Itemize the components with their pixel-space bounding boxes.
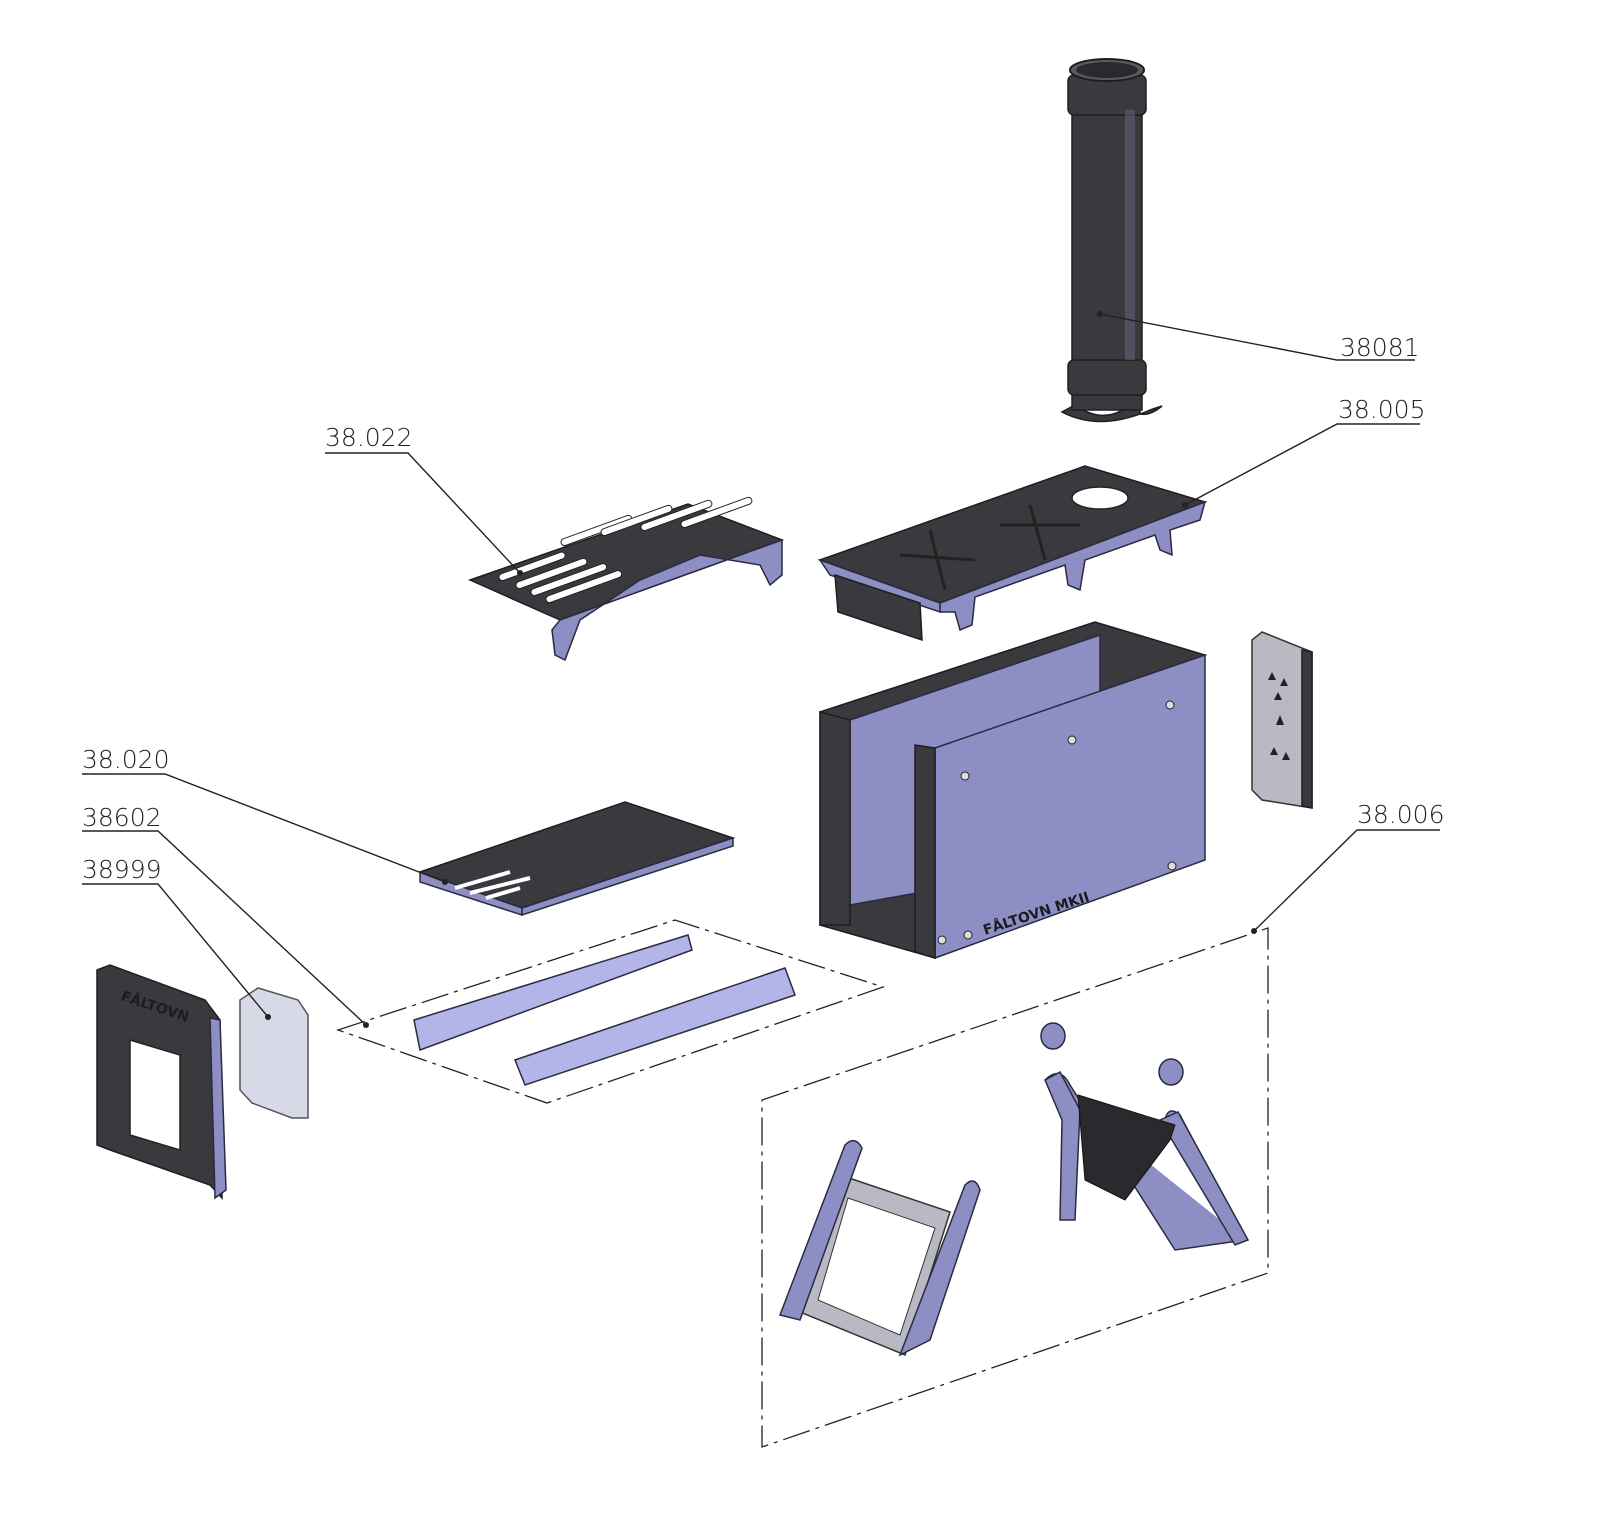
callout-label: 38.022 bbox=[325, 423, 412, 452]
callout-38-006: 38.006 bbox=[1251, 800, 1444, 934]
callout-label: 38602 bbox=[82, 803, 162, 832]
callout-38602: 38602 bbox=[82, 803, 369, 1028]
top-plate bbox=[817, 465, 1208, 642]
callout-38-022: 38.022 bbox=[325, 423, 523, 576]
side-panel bbox=[1251, 631, 1313, 809]
stove-body: FÅLTOVN MKII bbox=[819, 621, 1208, 960]
callout-38-020: 38.020 bbox=[82, 745, 448, 885]
callout-label: 38999 bbox=[82, 855, 162, 884]
legs-group bbox=[761, 927, 1269, 1448]
ash-tray bbox=[417, 801, 736, 917]
callout-38999: 38999 bbox=[82, 855, 271, 1020]
callout-38-005: 38.005 bbox=[1182, 395, 1425, 508]
grate bbox=[467, 496, 785, 662]
callout-38081: 38081 bbox=[1097, 311, 1420, 362]
chimney-pipe bbox=[1060, 58, 1163, 423]
callout-label: 38.006 bbox=[1357, 800, 1444, 829]
callout-label: 38.020 bbox=[82, 745, 169, 774]
glass-pane bbox=[239, 987, 309, 1119]
door: FÅLTOVN bbox=[96, 964, 227, 1200]
rails-group bbox=[335, 919, 886, 1104]
callout-label: 38.005 bbox=[1338, 395, 1425, 424]
callout-label: 38081 bbox=[1340, 333, 1420, 362]
